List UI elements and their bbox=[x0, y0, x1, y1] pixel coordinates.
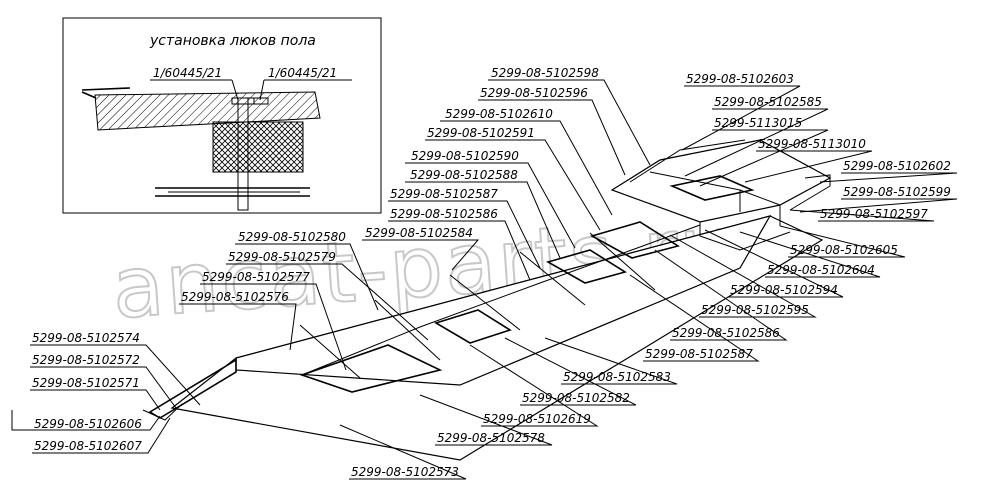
part-label: 5299-08-5102591 bbox=[427, 126, 535, 140]
part-labels: 5299-08-5102598 5299-08-5102596 5299-08-… bbox=[32, 66, 951, 479]
part-label: 5299-08-5102574 bbox=[32, 331, 140, 345]
part-label: 5299-08-5102571 bbox=[32, 376, 140, 390]
part-label: 5299-08-5102587 bbox=[390, 187, 498, 201]
part-label: 5299-5113015 bbox=[714, 116, 802, 130]
part-label: 5299-08-5102580 bbox=[238, 230, 346, 244]
part-label: 5299-08-5102577 bbox=[202, 270, 310, 284]
part-label: 5299-08-5102606 bbox=[34, 417, 142, 431]
part-label: 5299-08-5102596 bbox=[480, 86, 588, 100]
part-label: 5299-08-5102584 bbox=[365, 226, 473, 240]
inset-beam-section bbox=[212, 121, 304, 173]
floor-assembly bbox=[142, 139, 832, 461]
part-label: 5299-08-5102595 bbox=[701, 303, 809, 317]
part-label: 5299-08-5102585 bbox=[714, 95, 822, 109]
inset-floor-section bbox=[94, 91, 321, 131]
leader-lines bbox=[11, 79, 958, 480]
part-label: 5299-08-5102579 bbox=[228, 250, 336, 264]
part-label: 5299-08-5102583 bbox=[563, 370, 671, 384]
part-label: 5299-08-5102578 bbox=[437, 431, 545, 445]
part-label: 5299-08-5113010 bbox=[758, 137, 866, 151]
inset-callout-right: 1/60445/21 bbox=[268, 66, 337, 80]
part-label: 5299-08-5102610 bbox=[445, 107, 553, 121]
part-label: 5299-08-5102598 bbox=[491, 66, 599, 80]
part-label: 5299-08-5102597 bbox=[820, 207, 928, 221]
part-label: 5299-08-5102588 bbox=[410, 168, 518, 182]
hatch-lid-2 bbox=[434, 309, 512, 344]
part-label: 5299-08-5102586 bbox=[672, 326, 780, 340]
inset-title: установка люков пола bbox=[149, 33, 316, 49]
part-label: 5299-08-5102590 bbox=[411, 149, 519, 163]
part-label: 5299-08-5102573 bbox=[351, 465, 459, 479]
part-label: 5299-08-5102572 bbox=[32, 353, 140, 367]
part-label: 5299-08-5102594 bbox=[730, 283, 838, 297]
part-label: 5299-08-5102607 bbox=[34, 439, 142, 453]
part-label: 5299-08-5102602 bbox=[843, 159, 951, 173]
part-label: 5299-08-5102599 bbox=[843, 185, 951, 199]
part-label: 5299-08-5102605 bbox=[790, 243, 898, 257]
hatch-lid-3 bbox=[545, 249, 627, 284]
hatch-lid-4 bbox=[589, 221, 680, 259]
part-label: 5299-08-5102582 bbox=[522, 391, 630, 405]
hatch-lid-1 bbox=[299, 344, 443, 393]
part-label: 5299-08-5102619 bbox=[483, 412, 591, 426]
inset-frame bbox=[62, 17, 382, 214]
part-label: 5299-08-5102576 bbox=[181, 290, 289, 304]
inset-detail: установка люков пола 1/60445/21 1/60445/… bbox=[62, 17, 382, 214]
part-label: 5299-08-5102587 bbox=[645, 347, 753, 361]
inset-callout-left: 1/60445/21 bbox=[153, 66, 222, 80]
part-label: 5299-08-5102603 bbox=[686, 72, 794, 86]
part-label: 5299-08-5102586 bbox=[390, 207, 498, 221]
